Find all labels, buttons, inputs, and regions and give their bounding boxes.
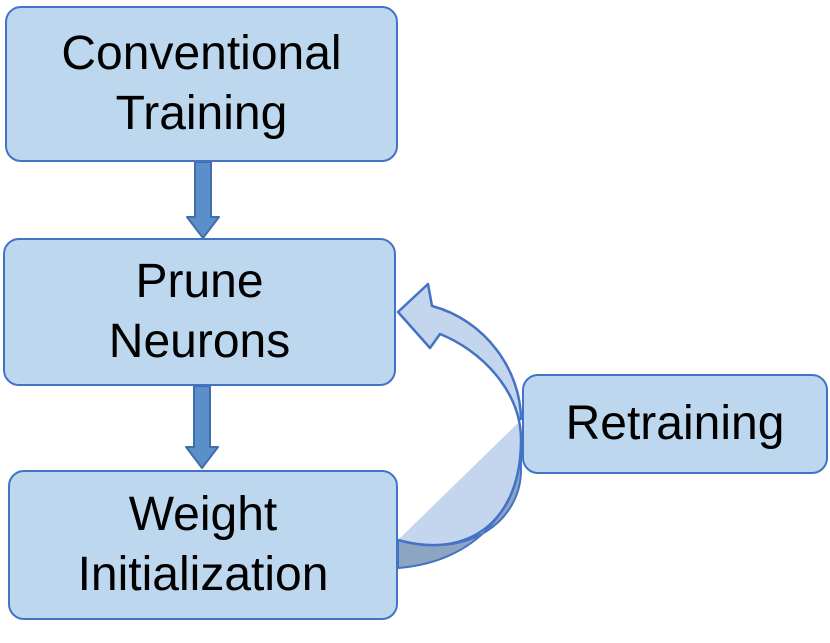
node-label-line: Conventional xyxy=(61,27,342,80)
curved-arrow-retraining-loop xyxy=(396,282,523,569)
node-label-line: Training xyxy=(115,87,288,140)
node-label-line: Weight xyxy=(128,488,278,541)
node-prune-neurons: Prune Neurons xyxy=(3,238,396,386)
arrow-training-to-prune xyxy=(186,161,220,239)
node-weight-initialization: Weight Initialization xyxy=(8,470,398,620)
node-retraining: Retraining xyxy=(522,374,828,474)
node-conventional-training: Conventional Training xyxy=(5,6,398,162)
node-label-line: Initialization xyxy=(77,548,329,601)
arrow-prune-to-weight-init xyxy=(185,385,219,469)
node-label: Retraining xyxy=(565,397,785,450)
node-label-line: Neurons xyxy=(108,315,291,368)
node-label-line: Prune xyxy=(135,255,264,308)
